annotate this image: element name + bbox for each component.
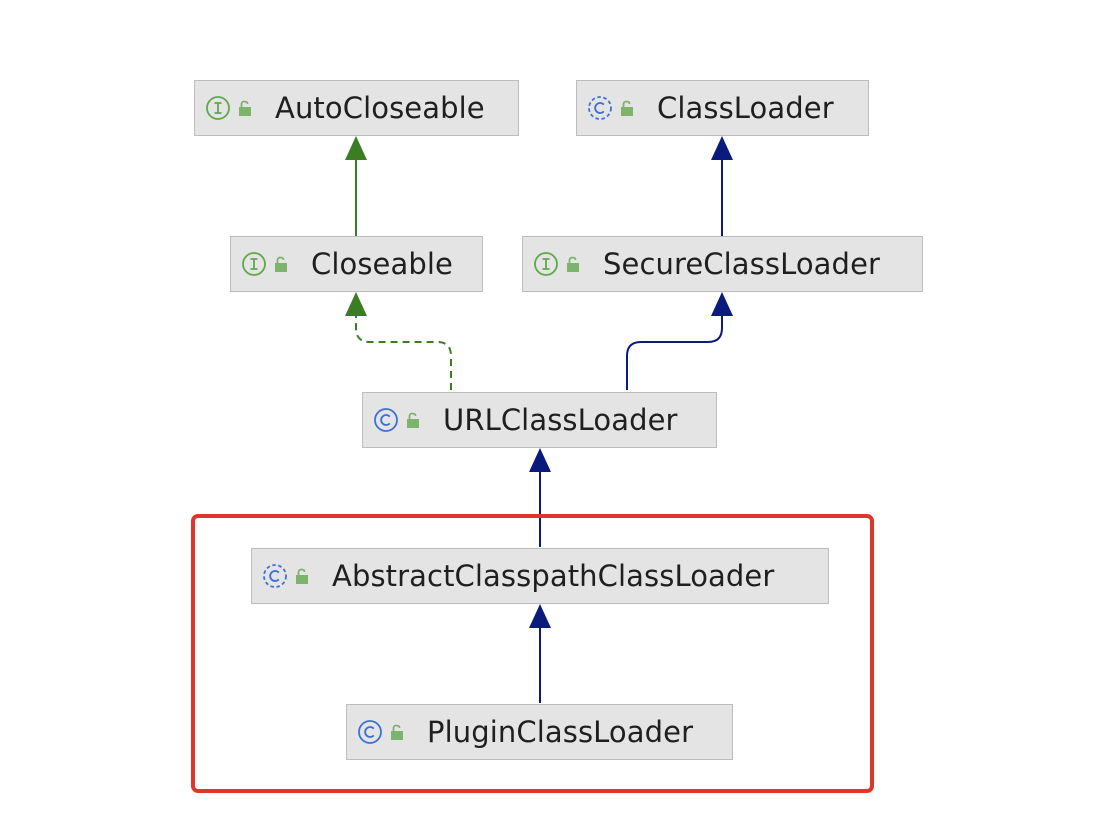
node-label: URLClassLoader [443,403,678,437]
arrowhead-closeable [345,292,367,316]
lock-icon [407,412,419,428]
lock-icon [621,100,633,116]
node-pluginclassloader[interactable]: PluginClassLoader [346,704,733,760]
node-autocloseable[interactable]: AutoCloseable [194,80,519,136]
node-closeable[interactable]: Closeable [230,236,483,292]
arrowhead-secureclassloader [711,292,733,316]
lock-icon [296,568,308,584]
interface-icon [206,96,230,120]
arrowhead-classloader [711,136,733,160]
abstract-class-icon [588,96,612,120]
node-classloader[interactable]: ClassLoader [576,80,869,136]
interface-icon [534,252,558,276]
arrowhead-abstractclasspath [529,604,551,628]
node-label: AbstractClasspathClassLoader [332,559,775,593]
node-label: AutoCloseable [275,91,485,125]
edge-urlclassloader-closeable [355,316,452,390]
class-icon [358,720,382,744]
node-label: Closeable [311,247,453,281]
node-urlclassloader[interactable]: URLClassLoader [362,392,717,448]
lock-icon [567,256,579,272]
lock-icon [275,256,287,272]
abstract-class-icon [263,564,287,588]
node-secureclassloader[interactable]: SecureClassLoader [522,236,923,292]
interface-icon [242,252,266,276]
arrowhead-autocloseable [345,136,367,160]
lock-icon [391,724,403,740]
lock-icon [239,100,251,116]
edge-urlclassloader-secureclassloader [626,316,723,390]
arrowhead-urlclassloader [529,448,551,472]
class-icon [374,408,398,432]
highlight-box [191,514,874,793]
node-label: SecureClassLoader [603,247,881,281]
node-label: ClassLoader [657,91,834,125]
node-label: PluginClassLoader [427,715,694,749]
node-abstractclasspathclassloader[interactable]: AbstractClasspathClassLoader [251,548,829,604]
